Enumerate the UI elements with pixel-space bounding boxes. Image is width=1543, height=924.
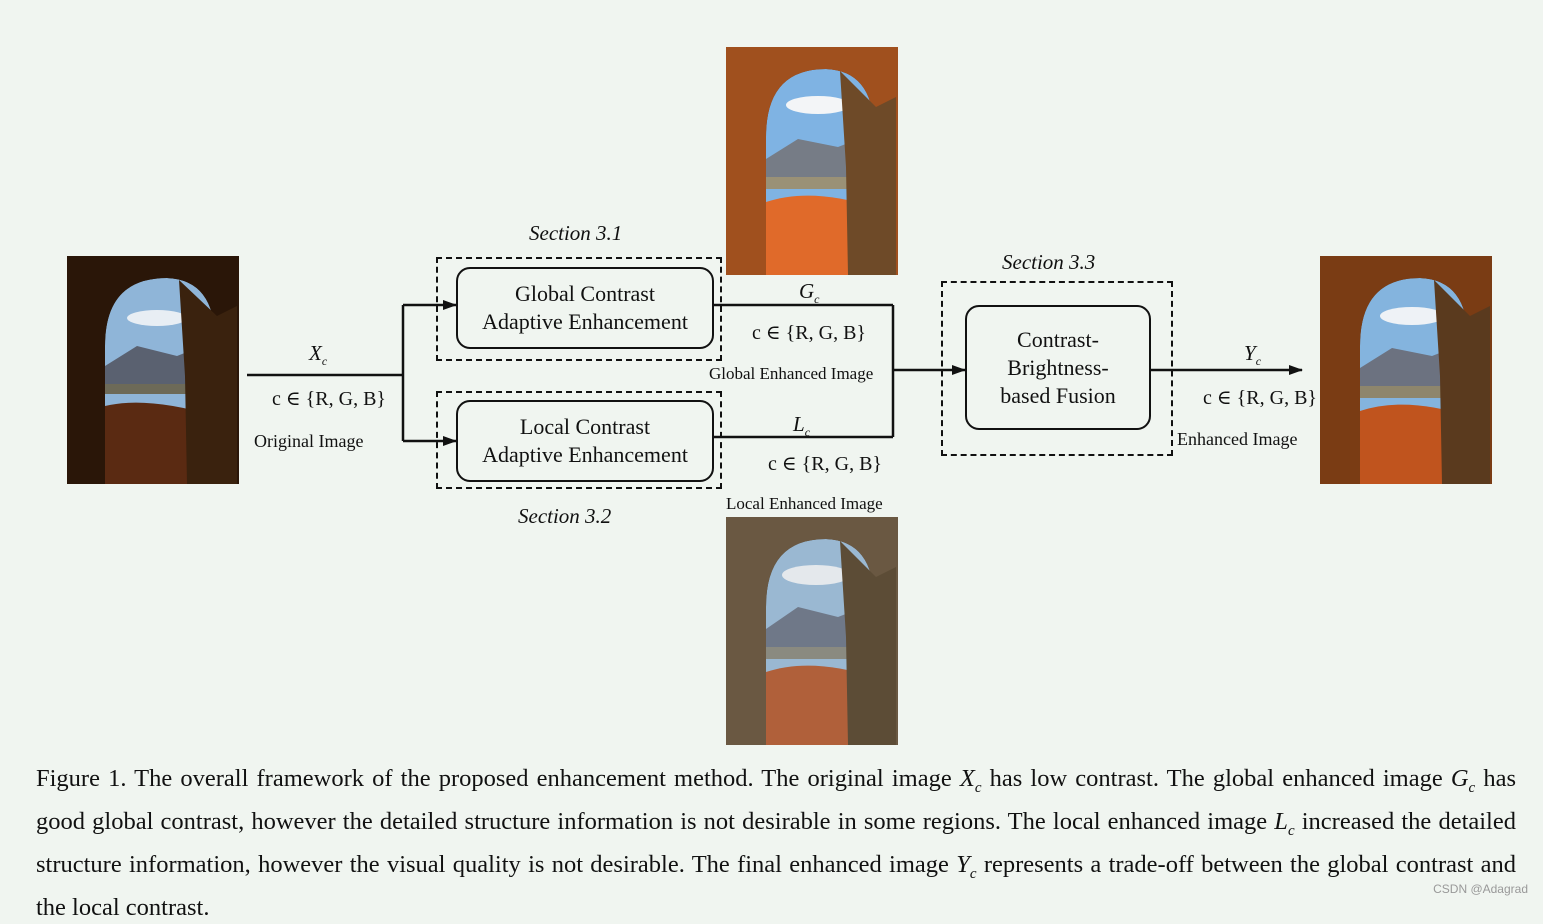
final-enhanced-image bbox=[1320, 256, 1492, 484]
original-var-label: Xc bbox=[309, 341, 328, 369]
section-3-3-label: Section 3.3 bbox=[1002, 250, 1096, 274]
global-contrast-block: Global Contrast Adaptive Enhancement bbox=[456, 267, 714, 349]
enhanced-image-label: Enhanced Image bbox=[1177, 429, 1298, 449]
global-var-label: Gc bbox=[799, 279, 820, 307]
global-enhanced-image bbox=[726, 47, 898, 275]
section-3-1-label: Section 3.1 bbox=[529, 221, 623, 245]
fusion-block-line3: based Fusion bbox=[1000, 382, 1116, 408]
watermark: CSDN @Adagrad bbox=[1433, 882, 1528, 896]
section-3-3-frame bbox=[941, 281, 1173, 456]
global-set-label: c ∈ {R, G, B} bbox=[752, 322, 867, 344]
original-image-label: Original Image bbox=[254, 431, 364, 451]
figure-caption: Figure 1. The overall framework of the p… bbox=[36, 765, 1516, 921]
global-block-line2: Adaptive Enhancement bbox=[482, 309, 688, 334]
local-enhanced-image bbox=[726, 517, 898, 745]
local-block-line1: Local Contrast bbox=[519, 414, 651, 439]
fusion-block-line2: Brightness- bbox=[1007, 354, 1109, 380]
local-set-label: c ∈ {R, G, B} bbox=[768, 453, 883, 475]
fusion-block: Contrast- Brightness- based Fusion bbox=[965, 305, 1151, 430]
local-block-line2: Adaptive Enhancement bbox=[482, 442, 688, 467]
original-set-label: c ∈ {R, G, B} bbox=[272, 388, 387, 410]
local-contrast-block: Local Contrast Adaptive Enhancement bbox=[456, 400, 714, 482]
local-image-label: Local Enhanced Image bbox=[726, 494, 883, 513]
enhanced-var-label: Yc bbox=[1244, 341, 1262, 369]
global-image-label: Global Enhanced Image bbox=[709, 364, 874, 383]
enhanced-set-label: c ∈ {R, G, B} bbox=[1203, 387, 1318, 409]
original-image bbox=[67, 256, 239, 484]
local-var-label: Lc bbox=[793, 412, 811, 440]
section-3-1-frame bbox=[436, 257, 722, 361]
section-3-2-frame bbox=[436, 391, 722, 489]
fusion-block-line1: Contrast- bbox=[1017, 326, 1099, 352]
global-block-line1: Global Contrast bbox=[515, 281, 655, 306]
section-3-2-label: Section 3.2 bbox=[518, 504, 612, 528]
